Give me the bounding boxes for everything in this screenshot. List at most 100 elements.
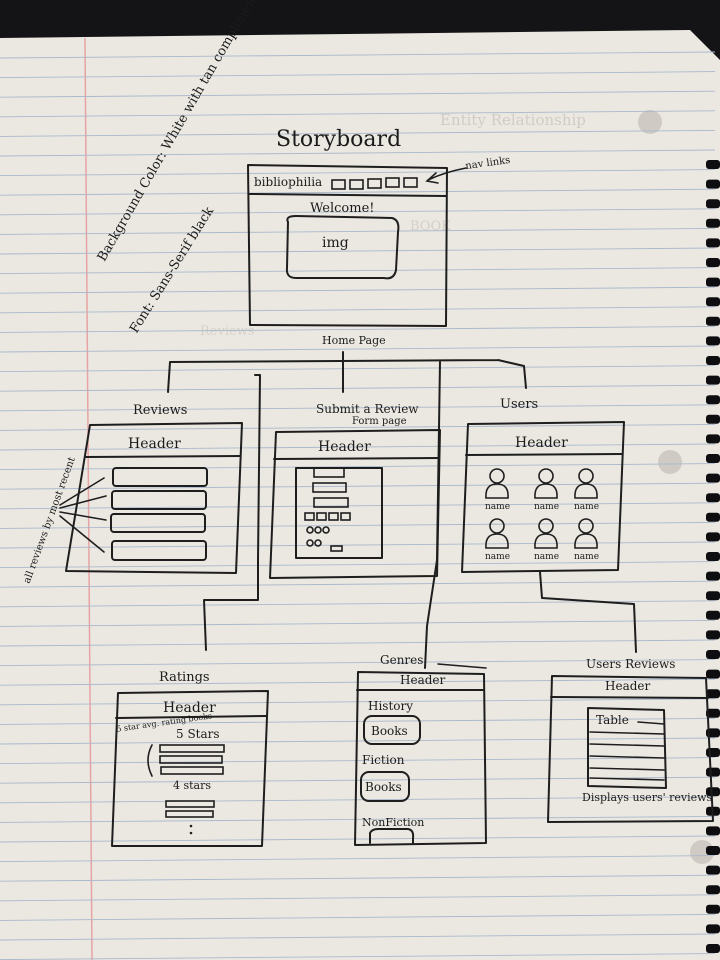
spiral-ring — [706, 238, 720, 248]
reviews-title: Reviews — [133, 403, 187, 418]
home-page-wireframe: bibliophilia Welcome! img Home Page — [247, 164, 448, 347]
users-reviews-wireframe: Header Table Displays users' reviews — [547, 675, 714, 823]
form-field — [312, 482, 347, 493]
user-avatar-body — [574, 483, 598, 499]
rule-line — [0, 90, 716, 98]
ratings-title: Ratings — [159, 670, 210, 685]
ratings-header: Header — [163, 700, 216, 716]
rule-line — [0, 913, 716, 921]
spiral-ring — [706, 356, 720, 365]
rule-line — [0, 71, 716, 79]
form-field — [313, 467, 345, 478]
rule-line — [0, 561, 716, 569]
rule-line — [0, 953, 716, 960]
rule-line — [0, 188, 716, 196]
spiral-ring — [706, 924, 720, 934]
rule-line — [0, 874, 716, 882]
users-reviews-caption: Displays users' reviews — [582, 791, 713, 804]
rule-line — [0, 345, 716, 353]
rating-bar — [160, 766, 224, 775]
reviews-note-arrows — [59, 477, 107, 553]
user-avatar-icon — [578, 468, 594, 484]
rule-line — [0, 619, 716, 627]
user-avatar-body — [574, 533, 598, 549]
spiral-ring — [706, 199, 720, 209]
rule-line — [0, 894, 716, 902]
review-row — [111, 490, 207, 510]
rule-line — [0, 365, 716, 373]
rule-line — [0, 855, 716, 863]
ratings-connector — [203, 374, 261, 651]
submit-title: Submit a Review — [316, 402, 419, 416]
spiral-ring — [706, 336, 720, 346]
rule-line — [0, 227, 716, 235]
reviews-wireframe: Header — [65, 422, 243, 574]
form-submit-button — [330, 545, 343, 552]
nav-link-box — [349, 179, 364, 190]
binder-hole — [690, 840, 714, 864]
spiral-ring — [706, 591, 720, 601]
margin-line — [84, 37, 93, 960]
user-card: name — [534, 468, 559, 512]
rule-line — [0, 267, 716, 275]
rule-line — [0, 659, 716, 667]
spiral-ring — [706, 650, 720, 659]
rule-line — [0, 384, 716, 392]
genres-wireframe: Header History Books Fiction Books NonFi… — [354, 671, 487, 846]
table-rows — [589, 721, 665, 781]
form-checkbox — [316, 512, 327, 521]
users-header: Header — [515, 435, 568, 451]
form-radio — [306, 539, 314, 547]
users-reviews-table-label: Table — [596, 713, 629, 727]
rule-line — [0, 404, 716, 412]
rule-line — [0, 169, 716, 177]
spiral-ring — [706, 316, 720, 326]
ratings-brace — [147, 744, 153, 777]
rule-line — [0, 286, 716, 294]
svg-text:BOOK: BOOK — [410, 219, 451, 234]
user-card: name — [485, 518, 510, 562]
rating-bar — [159, 755, 223, 764]
spiral-ring — [706, 708, 720, 718]
spiral-ring — [706, 258, 720, 267]
home-connectors — [167, 351, 527, 393]
rule-line — [0, 110, 716, 118]
home-img-label: img — [322, 235, 349, 251]
user-name-label: name — [534, 552, 559, 562]
spiral-ring — [706, 846, 720, 855]
users-reviews-connector — [539, 571, 637, 653]
form-radio-row — [306, 526, 330, 547]
spiral-ring — [706, 160, 720, 169]
form-radio — [314, 539, 322, 547]
form-checkbox — [328, 512, 339, 521]
home-image-placeholder — [285, 215, 400, 280]
home-page-caption: Home Page — [322, 334, 386, 347]
user-name-label: name — [534, 502, 559, 512]
user-avatar-body — [534, 533, 558, 549]
spiral-ring — [706, 375, 720, 385]
history-books-label: Books — [371, 724, 408, 738]
rating-bar — [165, 810, 214, 818]
spiral-ring — [706, 571, 720, 581]
user-avatar-body — [485, 533, 509, 549]
ratings-four-stars: 4 stars — [173, 779, 211, 792]
rule-line — [0, 443, 716, 451]
user-name-label: name — [574, 552, 599, 562]
rating-bar — [165, 800, 215, 808]
user-avatar-icon — [489, 468, 505, 484]
spiral-ring — [706, 218, 720, 228]
spiral-ring — [706, 493, 720, 503]
user-avatar-icon — [538, 518, 554, 534]
genre-fiction: Fiction — [362, 753, 405, 767]
submit-header: Header — [318, 439, 371, 455]
spiral-ring — [706, 944, 720, 953]
spiral-ring — [706, 610, 720, 620]
spiral-ring — [706, 297, 720, 307]
home-brand: bibliophilia — [254, 175, 322, 189]
rule-line — [0, 757, 716, 765]
review-row — [110, 513, 206, 533]
genres-underline — [437, 663, 487, 669]
rule-line — [0, 51, 716, 59]
